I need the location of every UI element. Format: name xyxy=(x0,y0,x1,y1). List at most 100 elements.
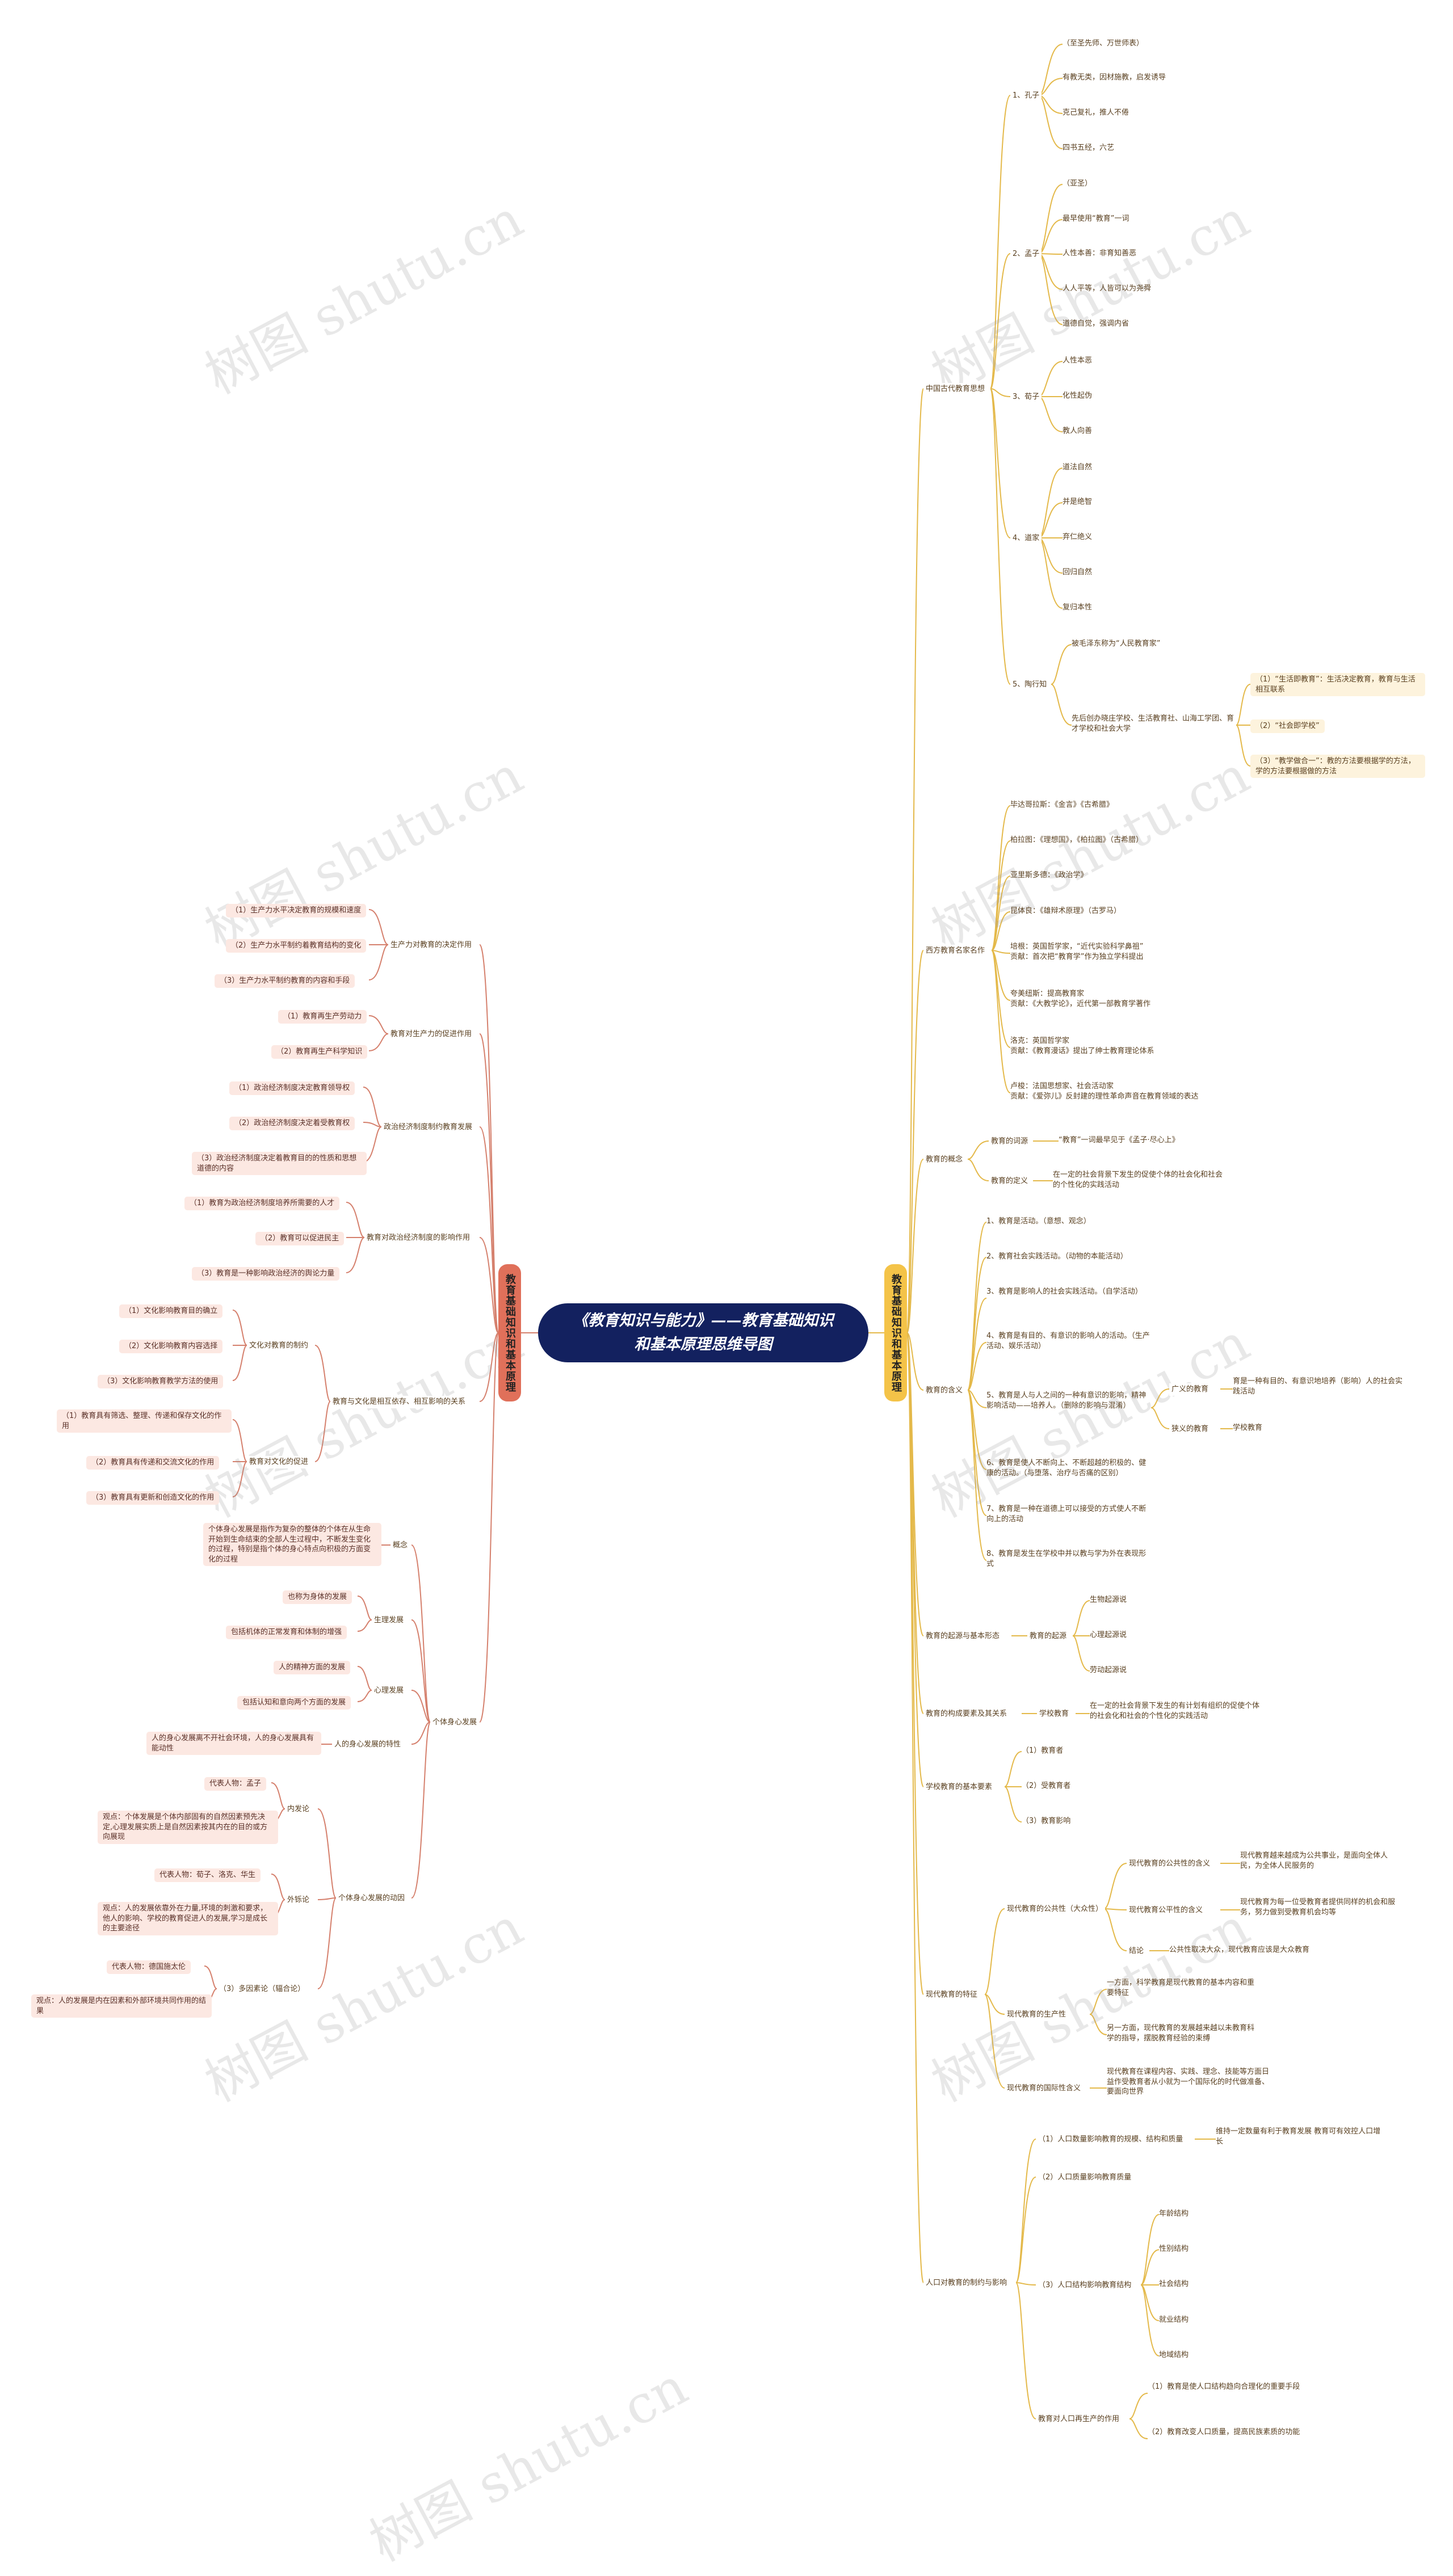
kongzi-item[interactable]: （至圣先师、万世师表） xyxy=(1063,39,1144,48)
node-education-population[interactable]: 教育对人口再生产的作用 xyxy=(1036,2413,1122,2426)
node-outer-theory[interactable]: 外铄论 xyxy=(285,1894,312,1906)
western-item[interactable]: 亚里斯多德：《政治学》 xyxy=(1010,871,1088,879)
left-branch-pill[interactable]: 教育基础知识和基本原理 xyxy=(498,1264,521,1401)
left-group-development[interactable]: 个体身心发展 xyxy=(430,1716,480,1729)
left-item[interactable]: （3）教育是一种影响政治经济的舆论力量 xyxy=(192,1267,340,1281)
right-branch-pill[interactable]: 教育基础知识和基本原理 xyxy=(884,1264,907,1401)
definition-item[interactable]: 在一定的社会背景下发生的促使个体的社会化和社会的个性化的实践活动 xyxy=(1053,1171,1223,1189)
meaning-item[interactable]: 6、教育是使人不断向上、不断超越的积极的、健康的活动。（与堕落、治疗与否痛的区别… xyxy=(986,1459,1147,1478)
daojia-item[interactable]: 回归自然 xyxy=(1063,568,1093,576)
kongzi-item[interactable]: 四书五经，六艺 xyxy=(1063,144,1115,152)
node-multi-factor[interactable]: （3）多因素论（辐合论） xyxy=(217,1983,308,1996)
left-item[interactable]: 也称为身体的发展 xyxy=(283,1590,352,1604)
section-concept[interactable]: 教育的概念 xyxy=(923,1154,965,1166)
xunzi-item[interactable]: 化性起伪 xyxy=(1063,392,1093,400)
node-physical-dev[interactable]: 生理发展 xyxy=(372,1614,406,1627)
node-mental-dev[interactable]: 心理发展 xyxy=(372,1685,406,1697)
narrow-education-item[interactable]: 学校教育 xyxy=(1233,1424,1263,1432)
meaning-item[interactable]: 1、教育是活动。（意想、观念） xyxy=(986,1217,1091,1226)
western-item[interactable]: 柏拉图：《理想国》，《柏拉图》（古希腊） xyxy=(1010,836,1144,844)
population-structure-item[interactable]: 社会结构 xyxy=(1159,2280,1189,2288)
daojia-item[interactable]: 复归本性 xyxy=(1063,603,1093,612)
dev-concept-item[interactable]: 个体身心发展是指作为复杂的整体的个体在从生命开始到生命结束的全部人生过程中，不断… xyxy=(203,1523,381,1567)
left-item[interactable]: （2）生产力水平制约着教育结构的变化 xyxy=(226,939,367,953)
node-public-meaning[interactable]: 现代教育的公共性的含义 xyxy=(1127,1858,1213,1870)
xunzi-item[interactable]: 人性本恶 xyxy=(1063,356,1093,365)
section-modern-features[interactable]: 现代教育的特征 xyxy=(923,1989,980,2001)
school-element-item[interactable]: （1）教育者 xyxy=(1022,1746,1064,1755)
population-structure-item[interactable]: 性别结构 xyxy=(1159,2245,1189,2253)
node-xunzi[interactable]: 3、荀子 xyxy=(1010,391,1042,403)
origin-item[interactable]: 生物起源说 xyxy=(1090,1596,1127,1604)
fairness-meaning-item[interactable]: 现代教育为每一位受教育者提供同样的机会和服务，努力做到受教育机会均等 xyxy=(1240,1898,1396,1917)
node-daojia[interactable]: 4、道家 xyxy=(1010,532,1042,545)
left-item[interactable]: （3）政治经济制度决定着教育目的的性质和思想道德的内容 xyxy=(192,1152,367,1176)
xunzi-item[interactable]: 教人向善 xyxy=(1063,427,1093,435)
node-broad-education[interactable]: 广义的教育 xyxy=(1169,1383,1211,1396)
daojia-item[interactable]: 弃仁绝义 xyxy=(1063,533,1093,541)
left-item[interactable]: （1）教育再生产劳动力 xyxy=(278,1010,367,1024)
tao-item[interactable]: 先后创办晓庄学校、生活教育社、山海工学团、育才学校和社会大学 xyxy=(1072,714,1234,733)
population-quantity-item[interactable]: 维持一定数量有利于教育发展 教育可有效控人口增长 xyxy=(1216,2127,1381,2146)
section-western-educators[interactable]: 西方教育名家名作 xyxy=(923,945,988,957)
meaning-item[interactable]: 4、教育是有目的、有意识的影响人的活动。（生产活动、娱乐活动） xyxy=(986,1332,1150,1350)
left-item[interactable]: 观点：人的发展依靠外在力量,环境的刺激和要求，他人的影响、学校的教育促进人的发展… xyxy=(98,1902,278,1935)
left-item[interactable]: （1）生产力水平决定教育的规模和速度 xyxy=(226,904,367,917)
section-origin[interactable]: 教育的起源与基本形态 xyxy=(923,1630,1002,1643)
node-dev-causes[interactable]: 个体身心发展的动因 xyxy=(336,1892,408,1905)
kongzi-item[interactable]: 克己复礼，推人不倦 xyxy=(1063,108,1129,117)
left-item[interactable]: （2）文化影响教育内容选择 xyxy=(119,1340,223,1353)
public-meaning-item[interactable]: 现代教育越来越成为公共事业，是面向全体人民，为全体人民服务的 xyxy=(1240,1851,1388,1870)
meaning-item[interactable]: 8、教育是发生在学校中并以教与学为外在表现形式 xyxy=(986,1550,1147,1568)
left-item[interactable]: 包括认知和意向两个方面的发展 xyxy=(237,1696,351,1710)
node-mengzi[interactable]: 2、孟子 xyxy=(1010,248,1042,260)
word-origin-item[interactable]: “教育”一词最早见于《孟子·尽心上》 xyxy=(1059,1136,1179,1144)
left-item[interactable]: （1）教育为政治经济制度培养所需要的人才 xyxy=(184,1197,340,1210)
left-item[interactable]: （2）教育可以促进民主 xyxy=(255,1232,345,1245)
left-item[interactable]: 代表人物：德国施太伦 xyxy=(107,1960,191,1974)
mengzi-item[interactable]: 人人平等，人皆可以为尧舜 xyxy=(1063,284,1152,293)
left-group-productivity[interactable]: 生产力对教育的决定作用 xyxy=(388,939,474,952)
node-word-origin[interactable]: 教育的词源 xyxy=(989,1135,1031,1148)
node-culture-restricts[interactable]: 文化对教育的制约 xyxy=(247,1340,311,1352)
section-school-elements[interactable]: 学校教育的基本要素 xyxy=(923,1781,995,1794)
population-structure-item[interactable]: 地域结构 xyxy=(1159,2351,1189,2359)
western-item[interactable]: 夸美纽斯：提高教育家 贡献：《大教学论》，近代第一部教育学著作 xyxy=(1010,990,1151,1008)
node-productivity[interactable]: 现代教育的生产性 xyxy=(1005,2009,1069,2021)
left-group-politics-influence[interactable]: 教育对政治经济制度的影响作用 xyxy=(364,1232,473,1244)
node-origin[interactable]: 教育的起源 xyxy=(1027,1630,1069,1643)
western-item[interactable]: 洛克：英国哲学家 贡献：《教育漫话》提出了绅士教育理论体系 xyxy=(1010,1037,1154,1055)
school-education-item[interactable]: 在一定的社会背景下发生的有计划有组织的促使个体的社会化和社会的个性化的实践活动 xyxy=(1090,1702,1260,1720)
origin-item[interactable]: 心理起源说 xyxy=(1090,1631,1127,1639)
section-ancient-chinese-thought[interactable]: 中国古代教育思想 xyxy=(923,383,988,395)
node-conclusion[interactable]: 结论 xyxy=(1127,1945,1147,1958)
meaning-item[interactable]: 3、教育是影响人的社会实践活动。（自学活动） xyxy=(986,1287,1143,1296)
left-item[interactable]: 观点：人的发展是内在因素和外部环境共同作用的结果 xyxy=(31,1994,212,2018)
left-item[interactable]: （2）教育具有传递和交流文化的作用 xyxy=(86,1456,220,1470)
node-definition[interactable]: 教育的定义 xyxy=(989,1175,1031,1188)
school-element-item[interactable]: （3）教育影响 xyxy=(1022,1817,1071,1825)
origin-item[interactable]: 劳动起源说 xyxy=(1090,1666,1127,1674)
section-meaning[interactable]: 教育的含义 xyxy=(923,1384,965,1397)
left-item[interactable]: （1）文化影响教育目的确立 xyxy=(119,1304,223,1318)
left-item[interactable]: 包括机体的正常发育和体制的增强 xyxy=(226,1626,347,1639)
node-population-quality[interactable]: （2）人口质量影响教育质量 xyxy=(1036,2171,1134,2184)
tao-sub[interactable]: （3）“教学做合一”：教的方法要根据学的方法，学的方法要根据做的方法 xyxy=(1250,755,1425,778)
left-item[interactable]: （1）政治经济制度决定教育领导权 xyxy=(229,1081,355,1095)
left-item[interactable]: （2）教育再生产科学知识 xyxy=(271,1045,368,1059)
section-population[interactable]: 人口对教育的制约与影响 xyxy=(923,2277,1010,2289)
western-item[interactable]: 毕达哥拉斯：《金言》《古希腊》 xyxy=(1010,801,1114,809)
tao-item[interactable]: 被毛泽东称为“人民教育家” xyxy=(1072,639,1161,648)
education-population-item[interactable]: （1）教育是使人口结构趋向合理化的重要手段 xyxy=(1148,2383,1300,2391)
daojia-item[interactable]: 道法自然 xyxy=(1063,463,1093,472)
broad-education-item[interactable]: 育是一种有目的、有意识地培养（影响）人的社会实践活动 xyxy=(1233,1377,1403,1396)
conclusion-item[interactable]: 公共性取决大众，现代教育应该是大众教育 xyxy=(1169,1946,1310,1954)
left-group-culture[interactable]: 教育与文化是相互依存、相互影响的关系 xyxy=(330,1396,468,1408)
meaning-item[interactable]: 7、教育是一种在道德上可以接受的方式使人不断向上的活动 xyxy=(986,1505,1147,1523)
mengzi-item[interactable]: 最早使用“教育”一词 xyxy=(1063,214,1129,223)
daojia-item[interactable]: 并是绝智 xyxy=(1063,498,1093,506)
western-item[interactable]: 培根：英国哲学家，“近代实验科学鼻祖” 贡献：首次把“教育学”作为独立学科提出 xyxy=(1010,942,1144,961)
left-item[interactable]: （3）教育具有更新和创造文化的作用 xyxy=(86,1491,220,1505)
mengzi-item[interactable]: 人性本善：非育知善恶 xyxy=(1063,249,1137,258)
root-node[interactable]: 《教育知识与能力》——教育基础知识和基本原理思维导图 xyxy=(538,1303,868,1362)
